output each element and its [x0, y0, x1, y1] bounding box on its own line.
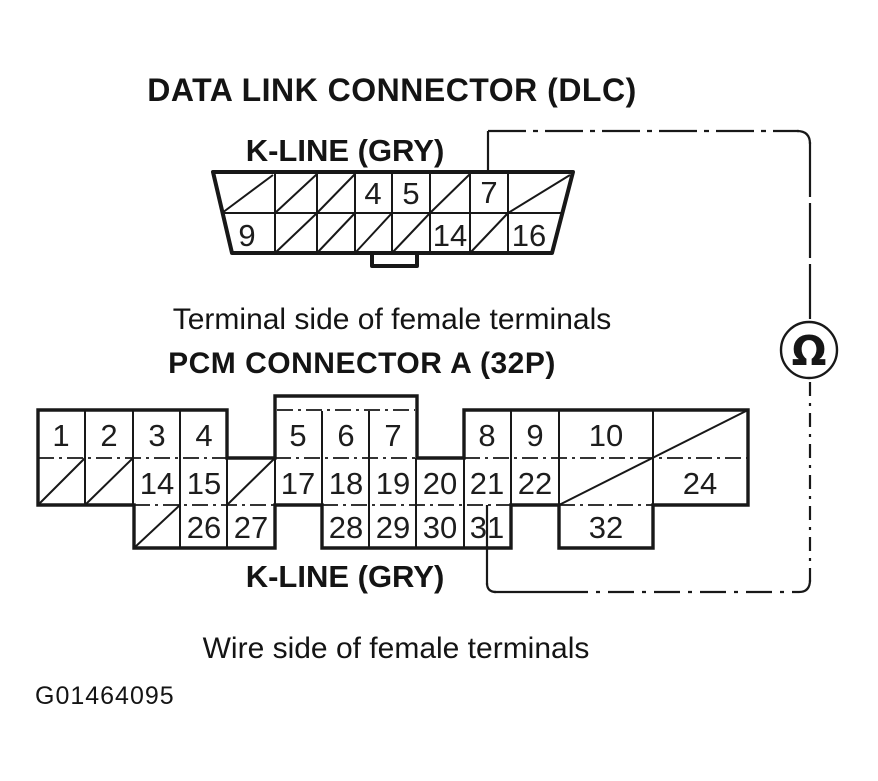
dlc-index-tab [370, 251, 419, 268]
pcm-pin-20: 20 [423, 466, 457, 501]
pcm-pin-5: 5 [289, 418, 306, 453]
pcm-pin-24: 24 [683, 466, 717, 501]
pcm-pin-28: 28 [329, 510, 363, 545]
pcm-pin-4: 4 [195, 418, 212, 453]
wire-bottom-left-corner [485, 582, 497, 594]
wire-top-right-corner [796, 129, 812, 145]
wire-bottom-right-corner [798, 579, 812, 594]
pcm-pin-15: 15 [187, 466, 221, 501]
pcm-connector: 1 2 3 4 5 6 7 8 9 10 14 15 17 18 19 20 2… [36, 394, 750, 550]
pcm-pin-3: 3 [148, 418, 165, 453]
pcm-pin-21: 21 [470, 466, 504, 501]
pcm-pin-9: 9 [526, 418, 543, 453]
pcm-pin-26: 26 [187, 510, 221, 545]
dlc-pin-4: 4 [364, 176, 381, 211]
pcm-kline-label: K-LINE (GRY) [246, 559, 445, 594]
pcm-pin-30: 30 [423, 510, 457, 545]
kline-wire-bottom [485, 378, 812, 594]
pcm-pin-29: 29 [376, 510, 410, 545]
pcm-pin-1: 1 [52, 418, 69, 453]
pcm-pin-6: 6 [337, 418, 354, 453]
pcm-pin-27: 27 [234, 510, 268, 545]
dlc-connector: 4 5 7 9 14 16 [211, 170, 575, 268]
pcm-pin-17: 17 [281, 466, 315, 501]
pcm-blocked-cell-slashes [37, 409, 749, 549]
pcm-pin-2: 2 [100, 418, 117, 453]
dlc-caption: Terminal side of female terminals [173, 303, 612, 336]
dlc-outline [211, 170, 575, 255]
dlc-pin-14: 14 [433, 218, 467, 253]
dlc-pin-5: 5 [402, 176, 419, 211]
dlc-pin-7: 7 [480, 175, 497, 210]
dlc-pin-16: 16 [512, 218, 546, 253]
pcm-pin-22: 22 [518, 466, 552, 501]
pcm-caption: Wire side of female terminals [203, 632, 590, 665]
pcm-pin-14: 14 [140, 466, 174, 501]
dlc-kline-label: K-LINE (GRY) [246, 133, 445, 168]
pcm-title: PCM CONNECTOR A (32P) [168, 347, 556, 380]
pcm-pin-32: 32 [589, 510, 623, 545]
pcm-pin-7: 7 [384, 418, 401, 453]
pcm-pin-10: 10 [589, 418, 623, 453]
dlc-pin-9: 9 [238, 218, 255, 253]
ohmmeter-circle [779, 320, 839, 380]
dlc-title: DATA LINK CONNECTOR (DLC) [147, 72, 636, 108]
pcm-grid-lines-vertical [84, 410, 654, 548]
pcm-pin-18: 18 [329, 466, 363, 501]
pcm-outline [36, 394, 750, 550]
dlc-blocked-cell-slashes [221, 173, 571, 254]
ohmmeter-icon: Ω [779, 320, 839, 380]
ohm-symbol: Ω [792, 327, 827, 375]
figure-id: G01464095 [35, 682, 175, 710]
pcm-pin-19: 19 [376, 466, 410, 501]
kline-wire-top [486, 129, 812, 322]
pcm-pin-8: 8 [478, 418, 495, 453]
